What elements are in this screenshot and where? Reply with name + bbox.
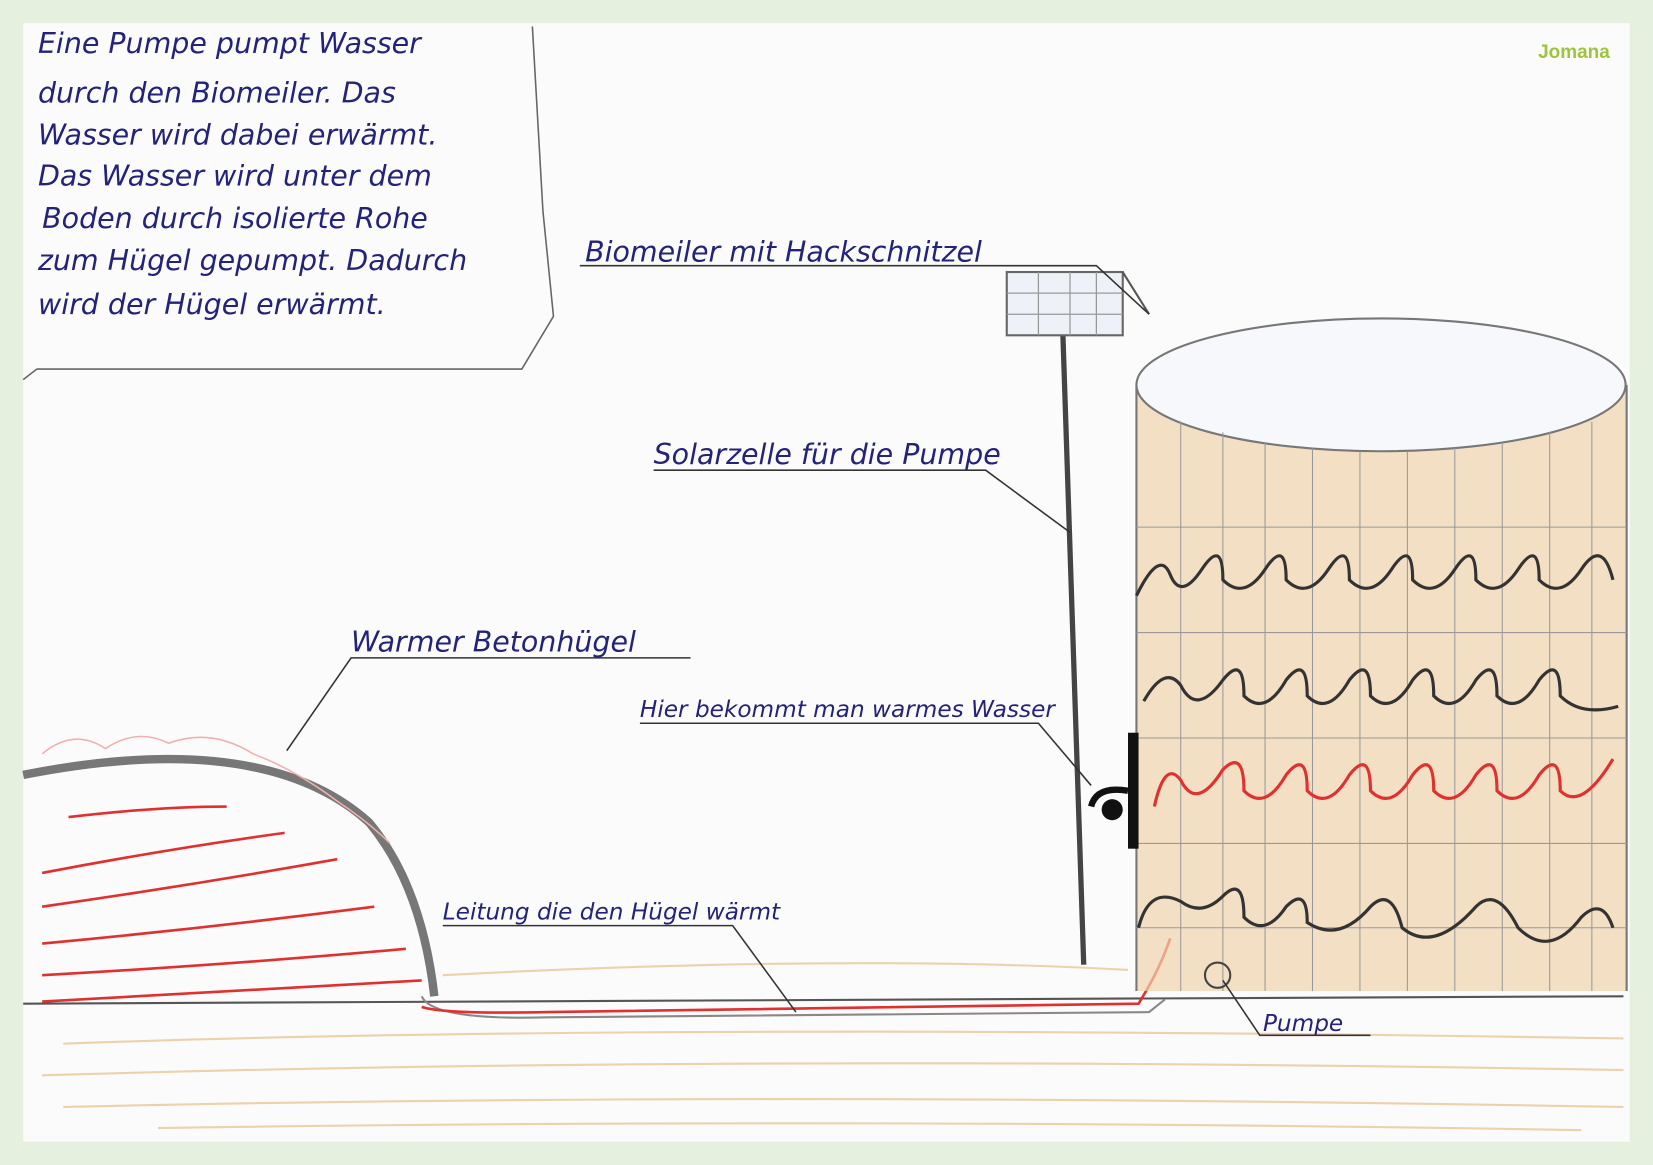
- biomeiler: [1135, 317, 1628, 992]
- label-pipe: Leitung die den Hügel wärmt: [443, 898, 797, 1013]
- solar-pole: [1060, 326, 1087, 965]
- label-pump: Pumpe: [1222, 980, 1371, 1037]
- note-line: durch den Biomeiler. Das: [38, 76, 396, 109]
- tap: [1088, 732, 1139, 849]
- label-pump-text: Pumpe: [1263, 1010, 1343, 1037]
- label-biomeiler: Biomeiler mit Hackschnitzel: [579, 235, 1150, 315]
- ground-line: [23, 995, 1624, 1005]
- note-line: Das Wasser wird unter dem: [38, 160, 432, 193]
- note-box-outline: [22, 26, 555, 381]
- note-line: zum Hügel gepumpt. Dadurch: [37, 244, 467, 277]
- solar-panel: [1005, 270, 1150, 337]
- note-line: Wasser wird dabei erwärmt.: [38, 118, 437, 151]
- label-hill-text: Warmer Betonhügel: [351, 626, 636, 659]
- label-solar: Solarzelle für die Pumpe: [654, 438, 1071, 534]
- label-tap-text: Hier bekommt man warmes Wasser: [640, 696, 1056, 723]
- label-tap: Hier bekommt man warmes Wasser: [640, 696, 1092, 786]
- label-pipe-text: Leitung die den Hügel wärmt: [443, 898, 781, 925]
- pump-coil: [1203, 961, 1232, 989]
- label-hill: Warmer Betonhügel: [286, 626, 691, 752]
- concrete-hill: [22, 735, 439, 1003]
- label-solar-text: Solarzelle für die Pumpe: [654, 438, 1001, 471]
- author-name: Jomana: [1538, 42, 1610, 63]
- note-text: Eine Pumpe pumpt Wasser durch den Biomei…: [37, 27, 467, 321]
- note-line: wird der Hügel erwärmt.: [38, 288, 386, 321]
- note-line: Eine Pumpe pumpt Wasser: [38, 27, 423, 60]
- label-biomeiler-text: Biomeiler mit Hackschnitzel: [585, 235, 982, 268]
- note-line: Boden durch isolierte Rohe: [42, 202, 428, 235]
